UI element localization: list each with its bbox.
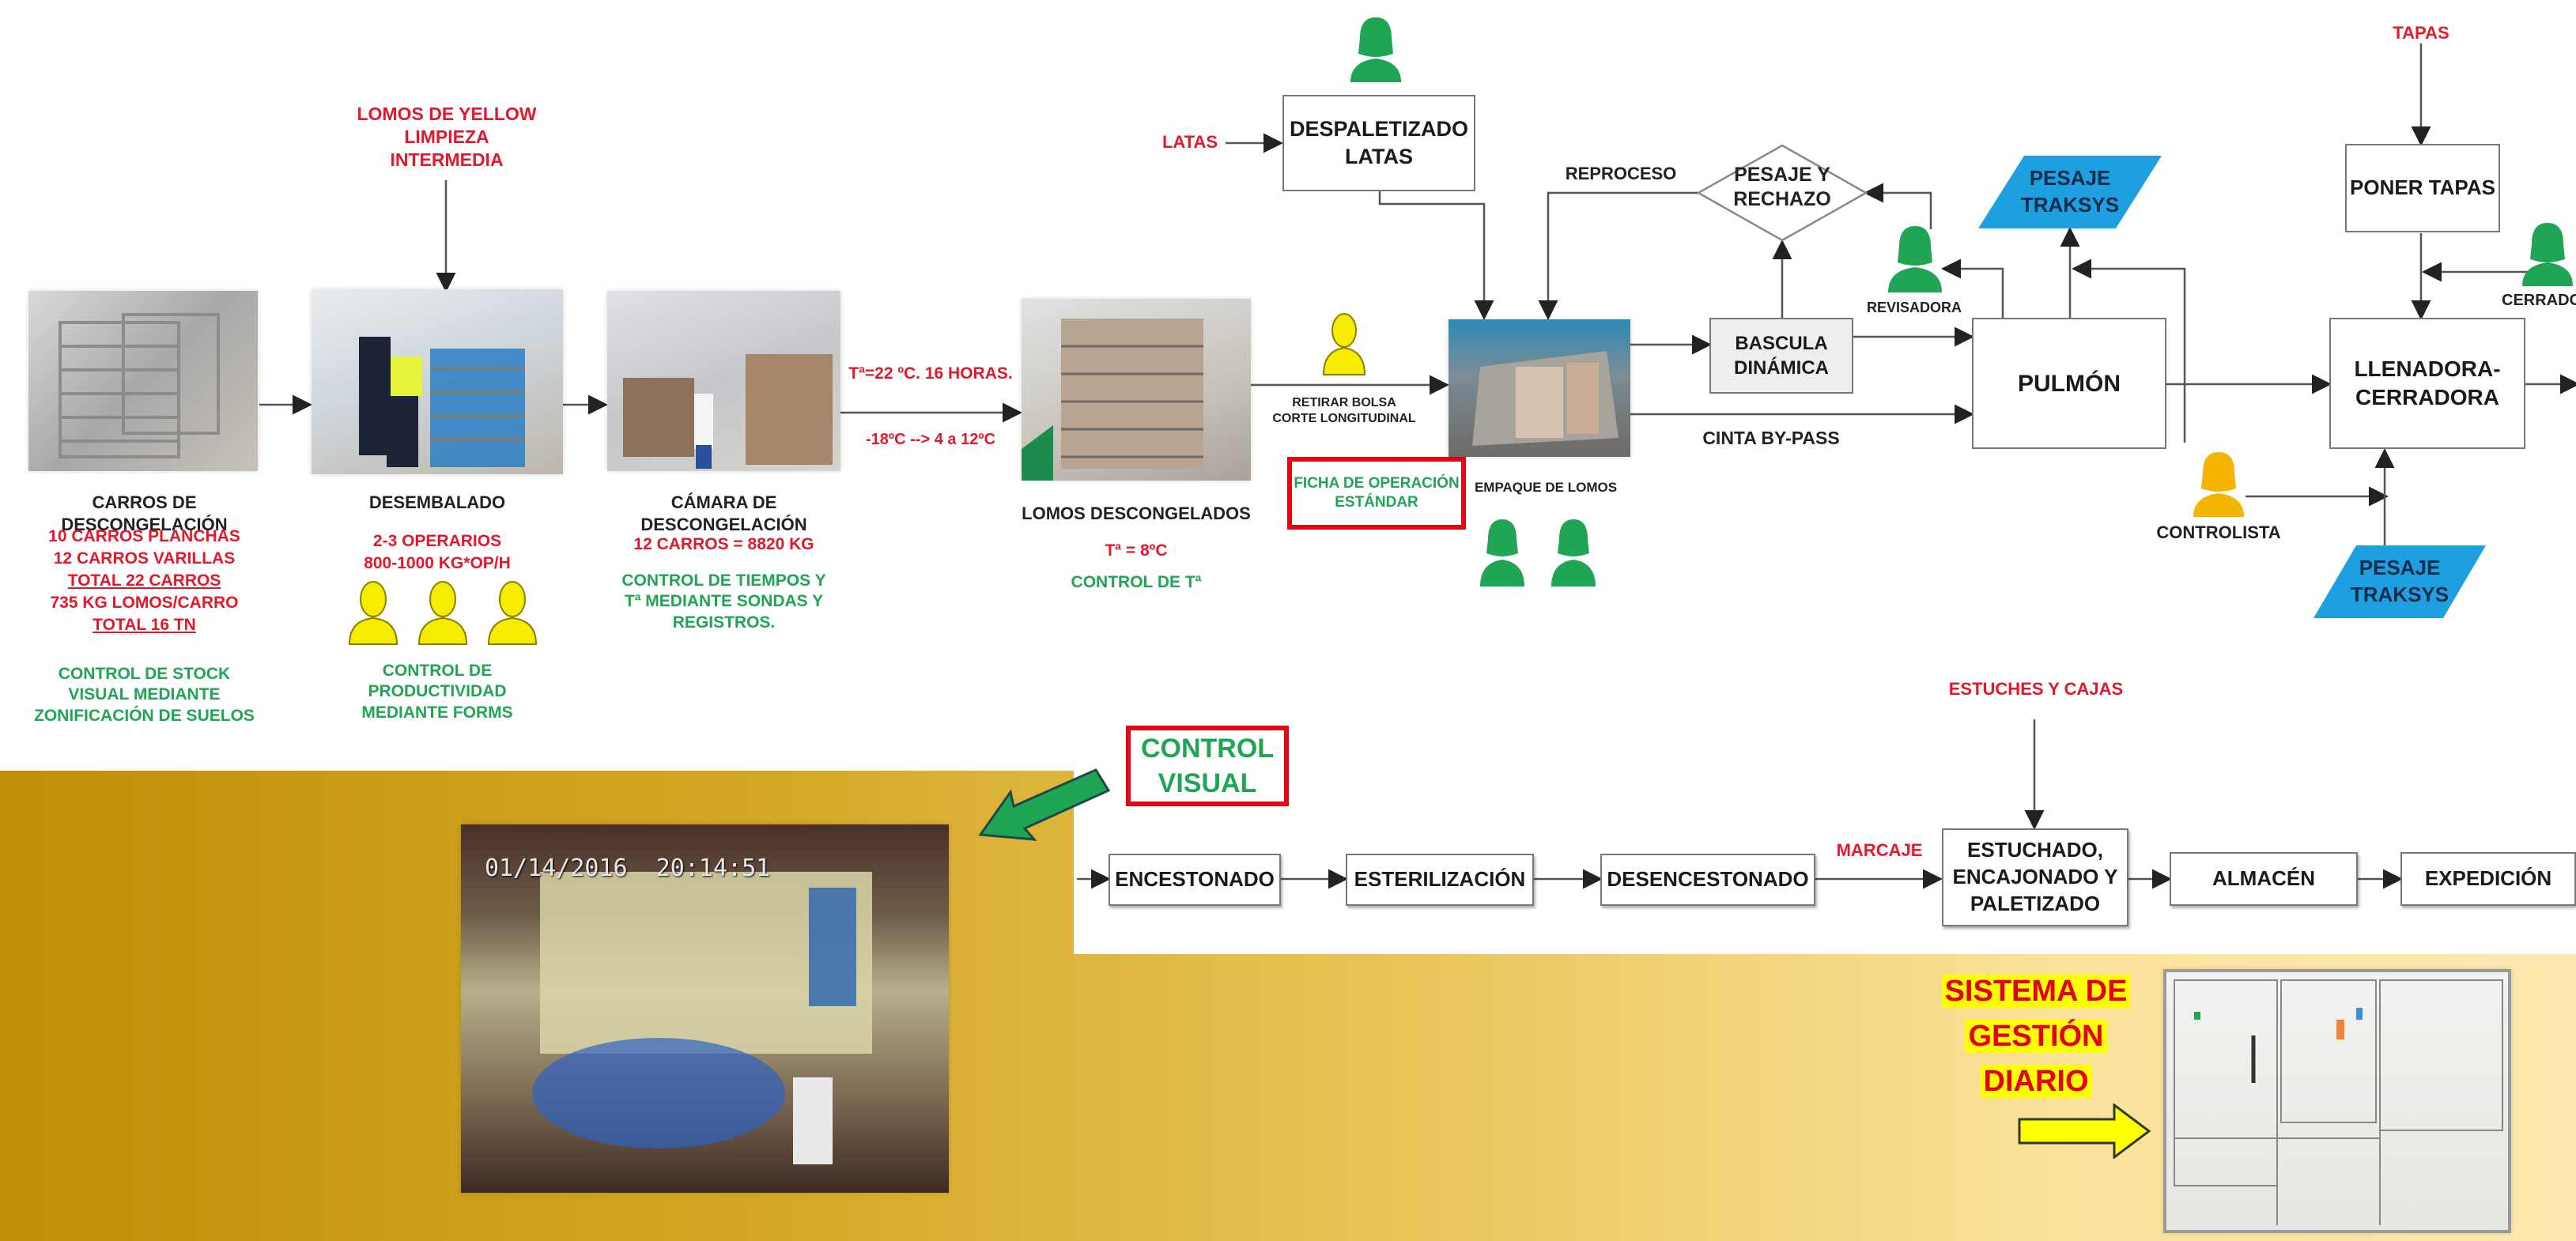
sistema-gestion-callout: SISTEMA DE GESTIÓN DIARIO xyxy=(1937,969,2135,1104)
arrow-despaletizado-empaque xyxy=(1378,190,1494,320)
green-arrow-icon xyxy=(977,768,1112,845)
despaletizado-box: DESPALETIZADO LATAS xyxy=(1282,95,1475,191)
reproceso-label: REPROCESO xyxy=(1565,164,1677,183)
ficha-operacion-label: FICHA DE OPERACIÓN ESTÁNDAR xyxy=(1294,475,1460,511)
sistema-gestion-line-2: GESTIÓN xyxy=(1965,1020,2107,1053)
controlista-label: CONTROLISTA xyxy=(2156,522,2281,542)
control-visual-label: CONTROL VISUAL xyxy=(1140,733,1275,798)
camara-photo xyxy=(607,291,840,471)
carros-spec-1: 10 CARROS PLANCHAS xyxy=(48,527,240,545)
cerradora-operator-icon xyxy=(2519,220,2576,292)
estuchado-box: ESTUCHADO, ENCAJONADO Y PALETIZADO xyxy=(1942,828,2128,926)
arrow-reproceso xyxy=(1538,191,1698,320)
desembalado-operators xyxy=(342,577,547,652)
revisadora-label: REVISADORA xyxy=(1866,300,1962,315)
lomos-yellow-input-label: LOMOS DE YELLOW LIMPIEZA INTERMEDIA xyxy=(357,104,537,170)
operator-body-icon xyxy=(487,617,538,645)
operator-female-icon xyxy=(1480,519,1524,587)
pulmon-box: PULMÓN xyxy=(1972,318,2166,449)
bascula-dinamica-box: BASCULA DINÁMICA xyxy=(1709,318,1853,394)
empaque-photo xyxy=(1449,319,1630,457)
pesaje-traksys-bottom-label: PESAJE TRAKSYS xyxy=(2350,556,2449,606)
camara-range-label: -18ºC --> 4 a 12ºC xyxy=(865,431,996,448)
retirar-label: RETIRAR BOLSA CORTE LONGITUDINAL xyxy=(1272,396,1416,425)
camara-title: CÁMARA DE DESCONGELACIÓN xyxy=(640,492,807,534)
pesaje-traksys-top-label: PESAJE TRAKSYS xyxy=(2020,166,2120,217)
carros-control: CONTROL DE STOCK VISUAL MEDIANTE ZONIFIC… xyxy=(34,665,255,725)
carros-spec-3: TOTAL 22 CARROS xyxy=(67,571,221,590)
latas-input-label: LATAS xyxy=(1161,132,1218,152)
operator-icon xyxy=(499,581,526,617)
despaletizado-operator-icon xyxy=(1347,14,1404,88)
poner-tapas-box: PONER TAPAS xyxy=(2345,144,2500,232)
tapas-input-label: TAPAS xyxy=(2393,23,2449,43)
estuches-cajas-label: ESTUCHES Y CAJAS xyxy=(1948,679,2124,699)
desembalado-spec-1: 2-3 OPERARIOS xyxy=(372,532,502,550)
pesaje-traksys-bottom: PESAJE TRAKSYS xyxy=(2312,544,2487,620)
llenadora-cerradora-box: LLENADORA- CERRADORA xyxy=(2329,318,2525,449)
yellow-arrow-icon xyxy=(2018,1103,2152,1163)
carros-spec-4: 735 KG LOMOS/CARRO xyxy=(50,594,239,612)
cerradora-label: CERRADORA xyxy=(2502,292,2576,309)
encestonado-box: ENCESTONADO xyxy=(1109,854,1281,906)
camara-temp-label: Tª=22 ºC. 16 HORAS. xyxy=(848,364,1013,383)
desencestonado-box: DESENCESTONADO xyxy=(1600,854,1815,906)
operator-female-icon xyxy=(1551,519,1596,587)
pesaje-rechazo-label: PESAJE Y RECHAZO xyxy=(1733,164,1831,211)
sistema-gestion-line-3: DIARIO xyxy=(1980,1065,2092,1098)
empaque-operators xyxy=(1479,515,1613,592)
pesaje-rechazo-decision: PESAJE Y RECHAZO xyxy=(1697,144,1868,242)
expedicion-box: EXPEDICIÓN xyxy=(2400,852,2576,906)
cinta-bypass-label: CINTA BY-PASS xyxy=(1702,428,1840,448)
almacen-box: ALMACÉN xyxy=(2170,852,2358,906)
desembalado-spec-2: 800-1000 KG*OP/H xyxy=(364,554,511,572)
carros-spec-5: TOTAL 16 TN xyxy=(93,616,196,634)
marcaje-label: MARCAJE xyxy=(1836,840,1923,860)
ficha-operacion-frame: FICHA DE OPERACIÓN ESTÁNDAR xyxy=(1287,457,1466,530)
lomos-control: CONTROL DE Tª xyxy=(1071,573,1202,591)
desembalado-photo xyxy=(312,289,563,474)
desembalado-control: CONTROL DE PRODUCTIVIDAD MEDIANTE FORMS xyxy=(361,662,513,722)
carros-photo xyxy=(28,291,258,471)
control-visual-frame: CONTROL VISUAL xyxy=(1126,726,1289,806)
pesaje-traksys-top: PESAJE TRAKSYS xyxy=(1977,154,2163,230)
camara-spec: 12 CARROS = 8820 KG xyxy=(633,535,814,553)
esterilizacion-box: ESTERILIZACIÓN xyxy=(1346,854,1534,906)
operator-icon xyxy=(360,581,387,617)
sistema-gestion-line-1: SISTEMA DE xyxy=(1941,975,2131,1008)
operator-body-icon xyxy=(417,617,468,645)
empaque-title: EMPAQUE DE LOMOS xyxy=(1474,480,1618,495)
carros-title: CARROS DE DESCONGELACIÓN xyxy=(61,492,228,534)
carros-spec-2: 12 CARROS VARILLAS xyxy=(53,549,236,568)
retirar-operator-icon xyxy=(1322,310,1366,380)
whiteboard-photo xyxy=(2163,969,2511,1233)
controlista-operator-icon xyxy=(2190,449,2247,522)
lomos-photo xyxy=(1022,299,1251,481)
lomos-title: LOMOS DESCONGELADOS xyxy=(1022,504,1251,523)
operator-body-icon xyxy=(348,617,398,645)
camera-timestamp: 01/14/2016 20:14:51 xyxy=(485,854,771,882)
lomos-spec: Tª = 8ºC xyxy=(1105,541,1168,560)
camera-surveillance-photo: 01/14/2016 20:14:51 xyxy=(461,824,949,1193)
camara-control: CONTROL DE TIEMPOS Y Tª MEDIANTE SONDAS … xyxy=(621,571,826,632)
revisadora-operator-icon xyxy=(1885,223,1945,298)
desembalado-title: DESEMBALADO xyxy=(368,492,506,512)
operator-icon xyxy=(429,581,456,617)
